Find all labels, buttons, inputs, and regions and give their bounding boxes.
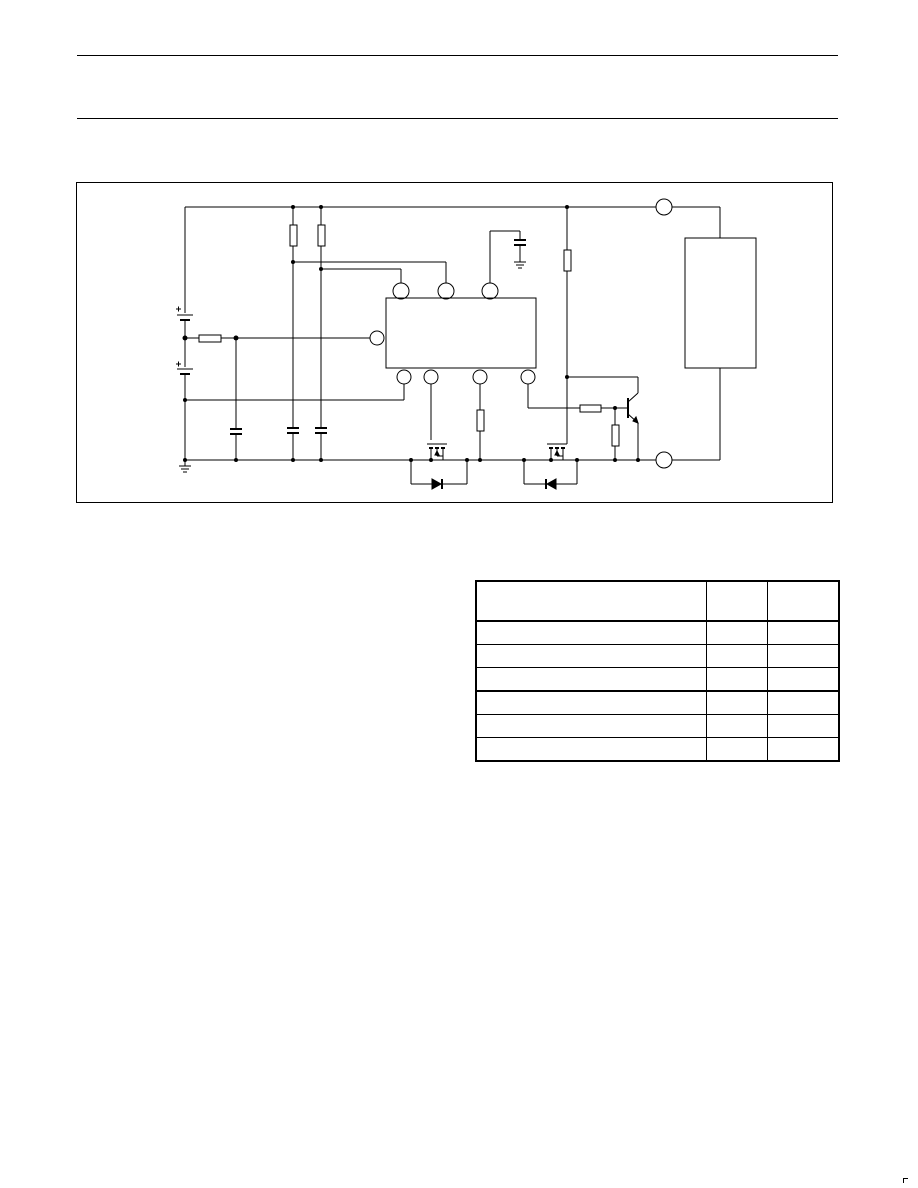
table-cell bbox=[475, 667, 707, 691]
table-cell bbox=[766, 620, 840, 645]
specification-table bbox=[475, 580, 840, 762]
table-row bbox=[475, 690, 840, 715]
table-cell bbox=[705, 714, 768, 738]
table-cell bbox=[766, 667, 840, 691]
table-cell bbox=[766, 644, 840, 668]
table-cell bbox=[766, 714, 840, 738]
table-header-row bbox=[475, 580, 840, 621]
table-cell bbox=[475, 620, 707, 645]
table-row bbox=[475, 644, 840, 668]
table-cell bbox=[766, 737, 840, 762]
header-rule-bottom bbox=[77, 118, 838, 119]
header-rule-top bbox=[77, 55, 838, 56]
table-cell bbox=[705, 737, 768, 762]
table-cell bbox=[705, 644, 768, 668]
table-row bbox=[475, 620, 840, 645]
figure-frame bbox=[76, 182, 833, 503]
table-cell bbox=[475, 714, 707, 738]
table-cell bbox=[475, 644, 707, 668]
table-row bbox=[475, 714, 840, 738]
table-cell bbox=[705, 690, 768, 715]
table-row bbox=[475, 667, 840, 691]
table-cell bbox=[705, 580, 768, 621]
table-cell bbox=[705, 620, 768, 645]
table-cell bbox=[475, 737, 707, 762]
table-row bbox=[475, 737, 840, 762]
table-cell bbox=[475, 580, 707, 621]
table-cell bbox=[705, 667, 768, 691]
page-corner-mark bbox=[903, 1178, 908, 1183]
table-cell bbox=[475, 690, 707, 715]
table-cell bbox=[766, 580, 840, 621]
table-cell bbox=[766, 690, 840, 715]
